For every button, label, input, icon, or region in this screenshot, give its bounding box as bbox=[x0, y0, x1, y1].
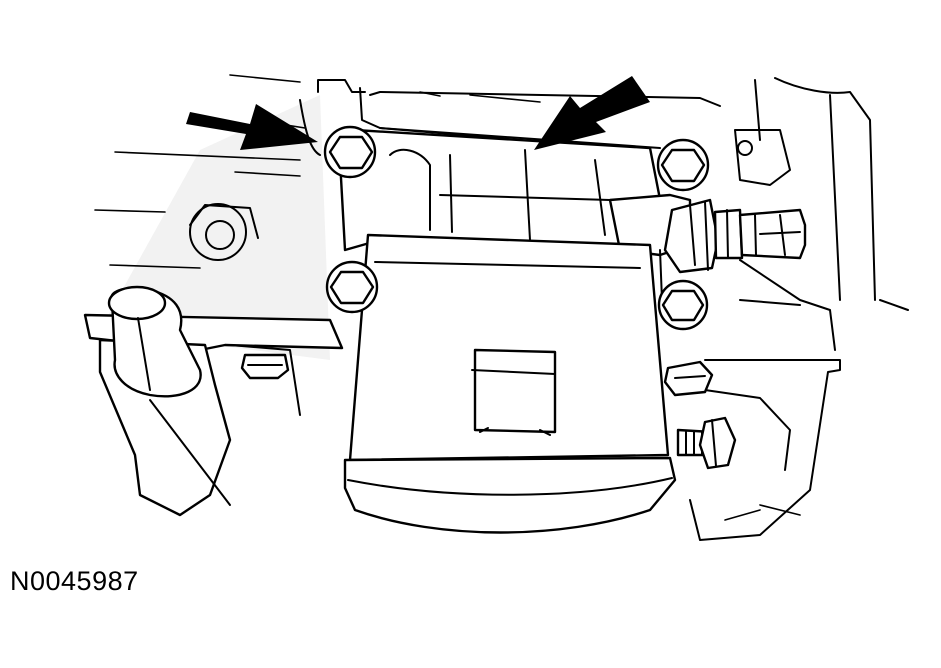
arrow-icon bbox=[534, 76, 650, 150]
hex-bolt-icon bbox=[657, 279, 709, 331]
oil-filter-housing bbox=[338, 127, 692, 534]
hex-bolt-icon bbox=[656, 138, 710, 192]
figure-reference-number: N0045987 bbox=[10, 566, 139, 596]
hex-bolt-icon bbox=[323, 125, 377, 179]
left-bracket bbox=[83, 285, 344, 517]
arrow-icon bbox=[186, 104, 318, 150]
lower-right-bolt bbox=[663, 360, 737, 470]
hex-bolt-icon bbox=[325, 260, 379, 314]
oil-pressure-sender bbox=[663, 198, 807, 274]
